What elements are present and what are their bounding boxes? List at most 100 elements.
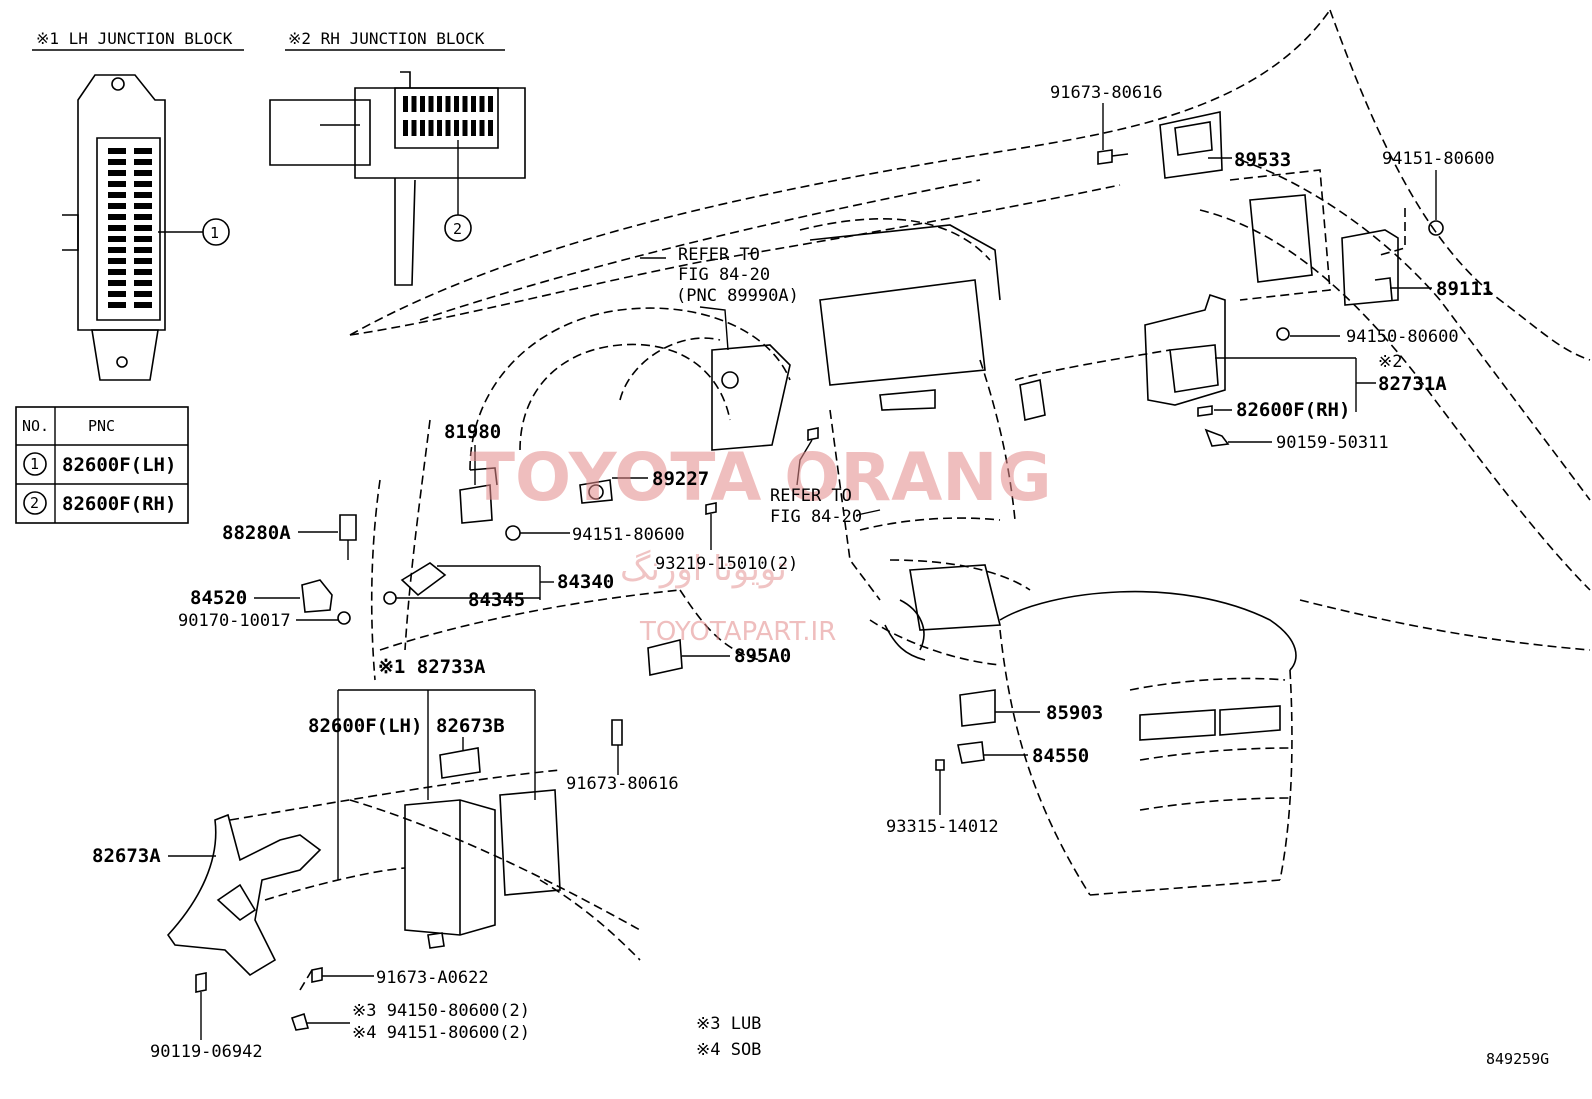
legend-row-2-no: 2: [30, 494, 39, 512]
label-84340: 84340: [557, 571, 614, 593]
lh-junction-fuse-grid: [108, 148, 152, 308]
fuse-slot: [108, 170, 126, 176]
fuse-slot: [411, 96, 417, 112]
watermarks: TOYOTA ORANG تویوتا اورنگ TOYOTAPART.IR: [470, 439, 1052, 647]
label-93219-15010: 93219-15010(2): [655, 554, 798, 574]
fuse-slot: [403, 96, 408, 112]
labels: ※1 LH JUNCTION BLOCK ※2 RH JUNCTION BLOC…: [22, 29, 1549, 1068]
footnote-4: ※4 SOB: [696, 1040, 761, 1060]
refer-note-1-line3: (PNC 89990A): [676, 286, 799, 306]
label-82673B: 82673B: [436, 715, 505, 737]
label-88280A: 88280A: [222, 522, 291, 544]
label-85903: 85903: [1046, 702, 1103, 724]
fuse-slot: [134, 236, 152, 242]
callout-2: 2: [453, 220, 462, 238]
label-90159-50311: 90159-50311: [1276, 433, 1389, 453]
components: [166, 111, 1444, 1031]
legend-row-2-pnc: 82600F(RH): [62, 493, 176, 515]
label-91673-80616-top: 91673-80616: [1050, 83, 1163, 103]
label-94150-80600-2: ※3 94150-80600(2): [352, 1001, 530, 1021]
fuse-slot: [108, 302, 126, 308]
fuse-slot: [134, 203, 152, 209]
fuse-slot: [134, 291, 152, 297]
refer-note-2-line1: REFER TO: [770, 486, 852, 506]
fuse-slot: [108, 181, 126, 187]
fuse-slot: [134, 258, 152, 264]
legend-col-no: NO.: [22, 417, 49, 435]
label-84520: 84520: [190, 587, 247, 609]
fuse-slot: [479, 120, 485, 136]
fuse-slot: [403, 120, 408, 136]
fuse-slot: [479, 96, 485, 112]
label-84550: 84550: [1032, 745, 1089, 767]
label-82731A: 82731A: [1378, 373, 1447, 395]
fuse-slot: [134, 192, 152, 198]
fuse-slot: [134, 170, 152, 176]
fuse-slot: [134, 225, 152, 231]
fuse-slot: [134, 181, 152, 187]
fuse-slot: [134, 159, 152, 165]
label-90170-10017: 90170-10017: [178, 611, 291, 631]
fuse-slot: [488, 96, 493, 112]
fuse-slot: [108, 192, 126, 198]
fuse-slot: [108, 159, 126, 165]
label-94151-80600-2: ※4 94151-80600(2): [352, 1023, 530, 1043]
fuse-slot: [454, 96, 459, 112]
fuse-slot: [462, 120, 468, 136]
fuse-slot: [445, 120, 451, 136]
label-82600F-LH: 82600F(LH): [308, 715, 422, 737]
refer-note-2-line2: FIG 84-20: [770, 507, 862, 527]
label-89533: 89533: [1234, 149, 1291, 171]
fuse-slot: [108, 203, 126, 209]
fuse-slot: [437, 120, 442, 136]
label-84345: 84345: [468, 589, 525, 611]
fuse-slot: [471, 120, 476, 136]
legend-row-1-no: 1: [30, 455, 39, 473]
label-90119-06942: 90119-06942: [150, 1042, 263, 1062]
fuse-slot: [108, 236, 126, 242]
site-watermark: TOYOTAPART.IR: [639, 617, 836, 647]
label-82733A: ※1 82733A: [378, 656, 486, 678]
brand-watermark: TOYOTA ORANG: [470, 439, 1052, 516]
fuse-slot: [108, 291, 126, 297]
fuse-slot: [134, 302, 152, 308]
fuse-slot: [462, 96, 468, 112]
rh-junction-block-detail: [269, 49, 526, 286]
fuse-slot: [108, 269, 126, 275]
fuse-slot: [108, 258, 126, 264]
fuse-slot: [134, 214, 152, 220]
label-91673-A0622: 91673-A0622: [376, 968, 489, 988]
leader-lines: [168, 103, 1437, 1040]
label-94151-80600-mid: 94151-80600: [572, 525, 685, 545]
legend-table: [15, 406, 189, 524]
fuse-slot: [420, 120, 425, 136]
fuse-slot: [108, 225, 126, 231]
lh-junction-header: ※1 LH JUNCTION BLOCK: [36, 29, 233, 48]
fuse-slot: [428, 96, 434, 112]
legend-col-pnc: PNC: [88, 417, 115, 435]
label-94150-80600: 94150-80600: [1346, 327, 1459, 347]
label-89227: 89227: [652, 468, 709, 490]
fuse-slot: [454, 120, 459, 136]
fuse-slot: [471, 96, 476, 112]
label-91673-80616-mid: 91673-80616: [566, 774, 679, 794]
fuse-slot: [420, 96, 425, 112]
fuse-slot: [488, 120, 493, 136]
fuse-slot: [134, 247, 152, 253]
fuse-slot: [108, 148, 126, 154]
fuse-slot: [428, 120, 434, 136]
lh-junction-block-detail: [32, 49, 244, 381]
label-81980: 81980: [444, 421, 501, 443]
fuse-slot: [411, 120, 417, 136]
rh-junction-header: ※2 RH JUNCTION BLOCK: [288, 29, 485, 48]
refer-note-1-line2: FIG 84-20: [678, 265, 770, 285]
fuse-slot: [108, 214, 126, 220]
fuse-slot: [445, 96, 451, 112]
refer-note-1-line1: REFER TO: [678, 245, 760, 265]
label-82673A: 82673A: [92, 845, 161, 867]
fuse-slot: [134, 148, 152, 154]
footnote-3: ※3 LUB: [696, 1014, 761, 1034]
callout-1: 1: [210, 224, 219, 242]
figure-id: 849259G: [1486, 1050, 1549, 1068]
